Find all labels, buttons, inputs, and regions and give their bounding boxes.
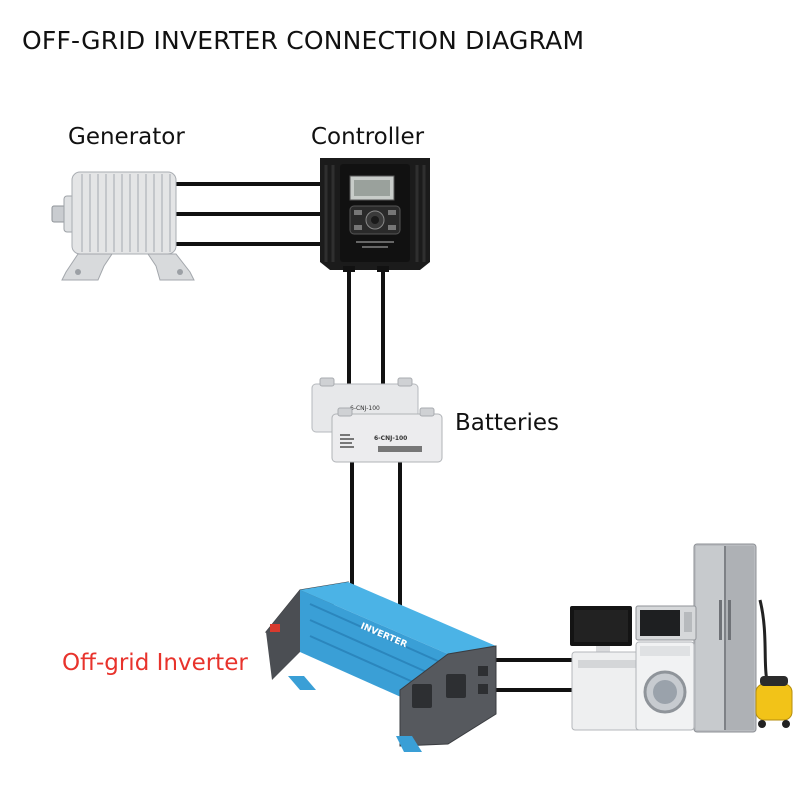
- diagram-title: OFF-GRID INVERTER CONNECTION DIAGRAM: [22, 26, 585, 55]
- batteries-label: Batteries: [455, 410, 560, 436]
- appliances-icon: [570, 543, 793, 733]
- inverter-label: Off-grid Inverter: [62, 650, 248, 676]
- inverter-icon: INVERTER: [264, 581, 497, 752]
- controller-label: Controller: [311, 124, 425, 150]
- battery-back-model: 6-CNJ-100: [350, 405, 380, 412]
- battery-icon: 6-CNJ-100 6-CNJ-100: [311, 377, 443, 463]
- controller-icon: [320, 158, 430, 272]
- generator-icon: [51, 171, 195, 281]
- generator-label: Generator: [68, 124, 185, 150]
- battery-front-model: 6-CNJ-100: [374, 435, 407, 442]
